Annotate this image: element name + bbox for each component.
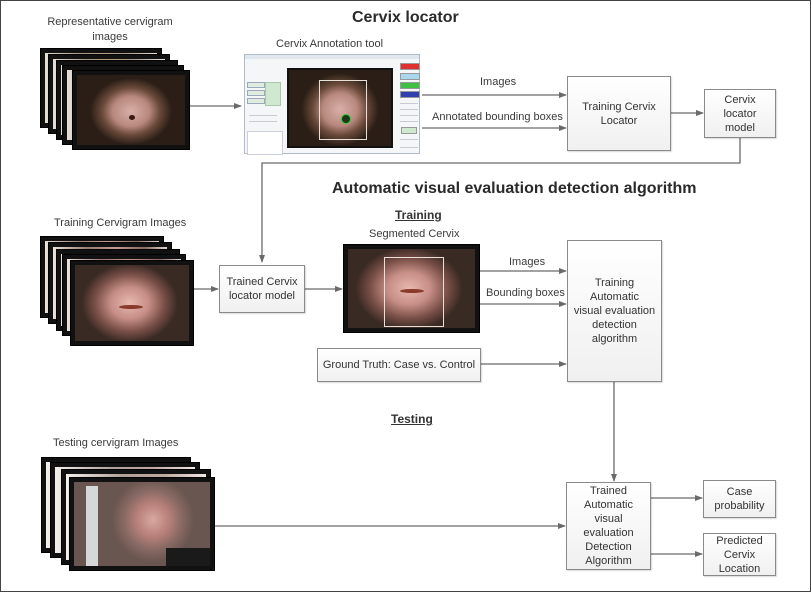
predicted-cervix-location-label: Predicted Cervix Location [716,534,763,575]
cervigram-image [72,70,190,150]
representative-images-label: Representative cervigram images [47,16,173,43]
cervix-locator-model-box: Cervix locator model [704,89,776,138]
edge-label-annotated-bounding-boxes: Annotated bounding boxes [432,111,563,123]
training-ave-algorithm-box: Training Automatic visual evaluation det… [567,240,662,382]
cervigram-image [69,477,215,571]
testing-heading: Testing [391,412,433,426]
trained-ave-algorithm-label: Trained Automatic visual evaluation Dete… [583,485,634,567]
tool-image-window [287,68,393,148]
annotation-tool-label: Cervix Annotation tool [276,38,384,50]
arrow-model-to-trained-locator [259,138,741,263]
segmented-cervix-label: Segmented Cervix [369,228,460,240]
edge-label-images: Images [480,76,517,88]
cervix-locator-model-label: Cervix locator model [723,93,757,134]
segmented-bounding-box [384,257,444,327]
trained-cervix-locator-model-label: Trained Cervix locator model [226,276,298,302]
testing-images-label: Testing cervigram Images [53,437,179,449]
cervix-locator-title: Cervix locator [352,9,459,26]
edge-label-bounding-boxes: Bounding boxes [486,287,565,299]
annotation-tool-screenshot [244,54,420,155]
ground-truth-box: Ground Truth: Case vs. Control [317,348,481,382]
training-cervix-locator-box: Training Cervix Locator [567,76,671,151]
case-probability-box: Case probability [703,480,776,518]
segmented-cervix-image [343,244,480,333]
training-images-label: Training Cervigram Images [54,217,187,229]
cervigram-image [70,260,194,346]
training-heading: Training [395,208,442,222]
trained-ave-algorithm-box: Trained Automatic visual evaluation Dete… [566,482,651,570]
predicted-cervix-location-box: Predicted Cervix Location [703,533,776,576]
case-probability-label: Case probability [714,486,765,512]
training-image-stack [40,236,194,346]
ground-truth-label: Ground Truth: Case vs. Control [322,359,476,371]
trained-cervix-locator-model-box: Trained Cervix locator model [219,265,305,313]
tool-bounding-box [319,80,367,140]
ave-algorithm-title: Automatic visual evaluation detection al… [332,180,697,197]
training-ave-algorithm-label: Training Automatic visual evaluation det… [573,277,656,345]
tool-os-marker [341,114,351,124]
representative-image-stack [40,48,190,152]
testing-image-stack [41,457,215,571]
edge-label-images-2: Images [509,256,546,268]
training-cervix-locator-label: Training Cervix Locator [582,100,656,127]
